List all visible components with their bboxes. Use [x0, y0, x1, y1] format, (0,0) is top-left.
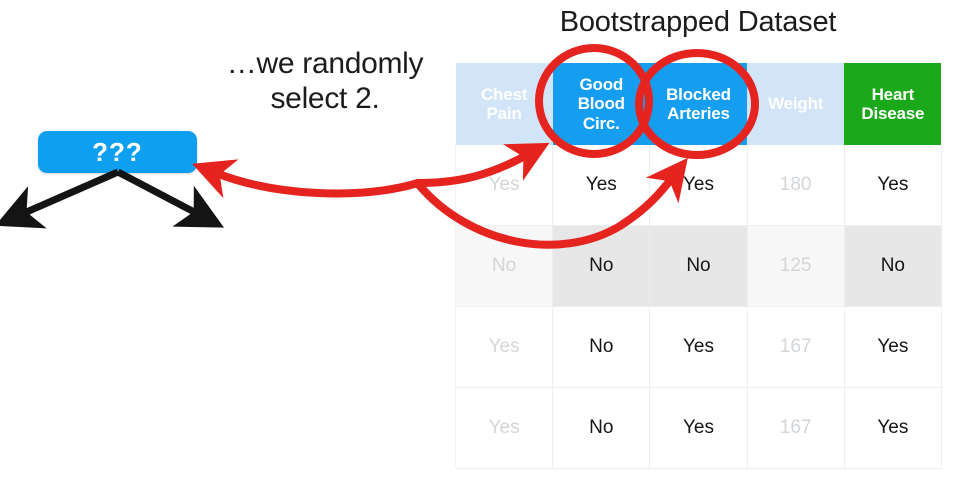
tree-root-node[interactable]: ??? [38, 131, 197, 173]
annotation-text: …we randomly select 2. [226, 47, 424, 116]
column-header-blocked-arteries[interactable]: Blocked Arteries [649, 63, 748, 145]
black-arrow-right-branch [116, 168, 225, 228]
cell-heart-disease: Yes [844, 306, 942, 388]
cell-weight: 180 [747, 145, 845, 226]
bootstrapped-dataset-table: Chest Pain Good Blood Circ. Blocked Arte… [454, 63, 942, 469]
cell-blocked-arteries: No [649, 225, 748, 307]
cell-chest-pain: Yes [454, 387, 554, 469]
table-row: No No No 125 No [454, 225, 942, 307]
cell-good-blood-circ: Yes [552, 145, 651, 226]
cell-chest-pain: Yes [454, 306, 554, 388]
cell-weight: 167 [747, 387, 845, 469]
table-body: Yes Yes Yes 180 Yes No No No 125 No Yes … [454, 145, 942, 469]
cell-chest-pain: No [454, 225, 554, 307]
table-row: Yes No Yes 167 Yes [454, 306, 942, 388]
table-row: Yes Yes Yes 180 Yes [454, 145, 942, 226]
column-header-chest-pain[interactable]: Chest Pain [455, 63, 553, 145]
dataset-title: Bootstrapped Dataset [559, 6, 837, 38]
column-header-good-blood-circ[interactable]: Good Blood Circ. [552, 63, 650, 145]
tree-root-label: ??? [92, 137, 143, 167]
cell-weight: 125 [747, 225, 845, 307]
cell-weight: 167 [747, 306, 845, 388]
cell-heart-disease: Yes [844, 145, 942, 226]
column-header-heart-disease[interactable]: Heart Disease [844, 63, 942, 145]
cell-good-blood-circ: No [552, 387, 651, 469]
cell-heart-disease: No [844, 225, 942, 307]
cell-chest-pain: Yes [454, 145, 554, 226]
table-header-row: Chest Pain Good Blood Circ. Blocked Arte… [455, 63, 942, 145]
cell-good-blood-circ: No [552, 225, 651, 307]
cell-blocked-arteries: Yes [649, 306, 748, 388]
column-header-weight[interactable]: Weight [747, 63, 845, 145]
black-arrow-left-branch [0, 168, 120, 229]
cell-good-blood-circ: No [552, 306, 651, 388]
cell-blocked-arteries: Yes [649, 145, 748, 226]
cell-blocked-arteries: Yes [649, 387, 748, 469]
cell-heart-disease: Yes [844, 387, 942, 469]
table-row: Yes No Yes 167 Yes [454, 387, 942, 469]
